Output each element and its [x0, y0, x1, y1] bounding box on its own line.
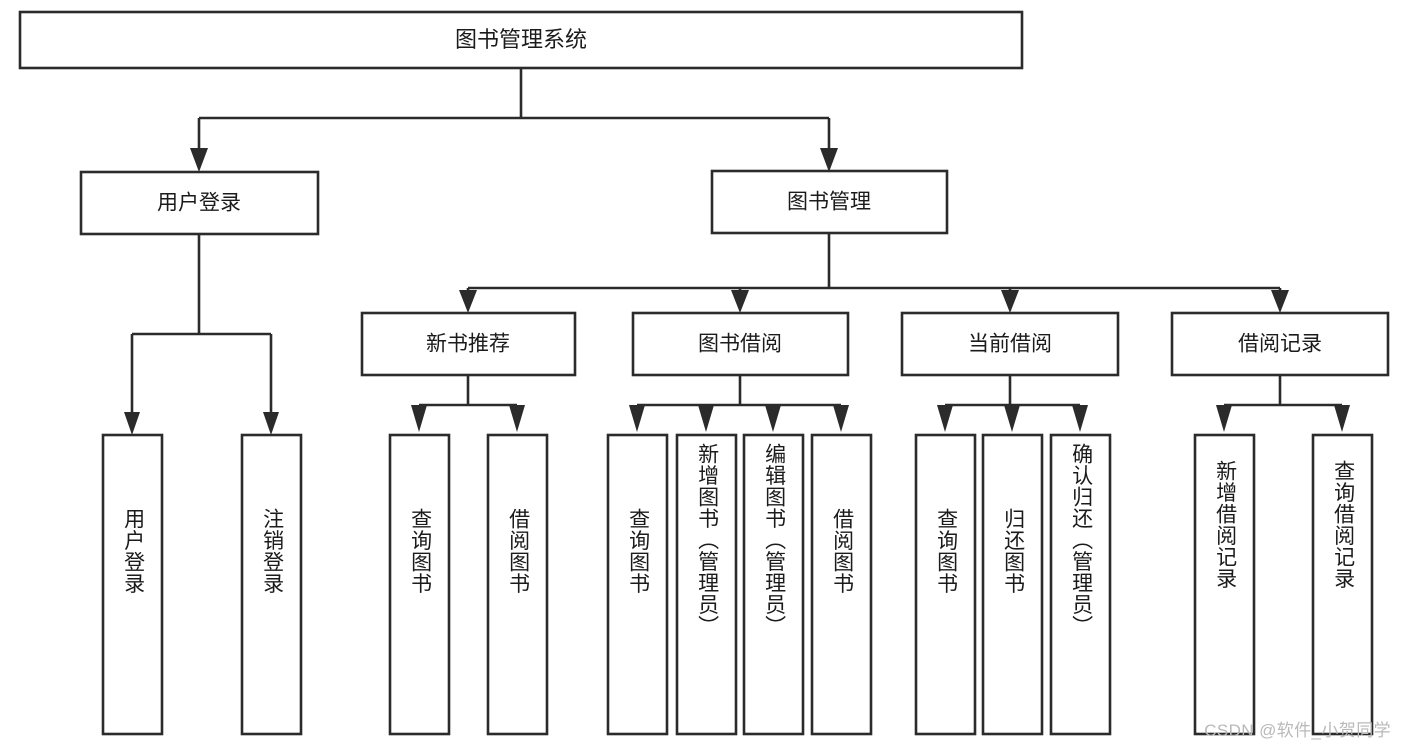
node-user-login-label: 用户登录: [157, 192, 241, 215]
node-borrow-record-box[interactable]: [1170, 311, 1390, 377]
arrow-head-book-borrow: [731, 290, 749, 313]
node-book-borrow-box[interactable]: [631, 311, 850, 377]
leaf-box-user-login[interactable]: [101, 433, 164, 736]
leaf-box-cb-return-book[interactable]: [981, 433, 1044, 736]
node-user-login[interactable]: 用户登录: [79, 170, 320, 236]
arrow-head-bb-leaf-3: [765, 405, 781, 432]
leaf-box-bb-edit-book[interactable]: [742, 433, 805, 736]
arrow-head-book-manage: [820, 148, 838, 172]
leaf-box-br-add-record[interactable]: [1193, 433, 1256, 736]
csdn-watermark: CSDN @软件_小贺同学: [1204, 721, 1391, 740]
node-user-login-box[interactable]: [79, 170, 320, 236]
leaf-box-logout[interactable]: [240, 433, 303, 736]
connector-layer: [124, 68, 1350, 435]
arrow-head-new-book: [459, 290, 477, 313]
arrow-head-user-login: [190, 148, 208, 172]
leaf-box-bb-query-book[interactable]: [606, 433, 669, 736]
arrow-head-current-borrow: [1001, 290, 1019, 313]
arrow-head-bb-leaf-2: [698, 405, 714, 432]
arrow-head-nb-leaf-1: [411, 405, 427, 432]
arrow-head-nb-leaf-2: [509, 405, 525, 432]
leaf-box-bb-add-book[interactable]: [675, 433, 738, 736]
arrow-head-bb-leaf-4: [833, 405, 849, 432]
node-borrow-record-label: 借阅记录: [1238, 333, 1322, 356]
node-new-book-recommend-label: 新书推荐: [426, 333, 510, 356]
leaf-box-cb-confirm-return[interactable]: [1049, 433, 1112, 736]
arrow-head-cb-leaf-3: [1072, 405, 1088, 432]
leaf-box-nb-borrow-book[interactable]: [486, 433, 549, 736]
node-root-box[interactable]: [18, 10, 1024, 70]
node-book-manage-label: 图书管理: [787, 191, 871, 214]
arrow-head-leaf-user-login: [124, 412, 140, 435]
node-book-manage[interactable]: 图书管理: [710, 169, 949, 235]
node-new-book-recommend[interactable]: 新书推荐: [360, 311, 577, 377]
leaf-box-br-query-record[interactable]: [1311, 433, 1374, 736]
leaf-box-bb-borrow-book[interactable]: [810, 433, 873, 736]
arrow-head-br-leaf-1: [1216, 405, 1232, 432]
leaf-box-nb-query-book[interactable]: [388, 433, 451, 736]
node-root[interactable]: 图书管理系统: [18, 10, 1024, 70]
node-current-borrow-box[interactable]: [900, 311, 1120, 377]
node-borrow-record[interactable]: 借阅记录: [1170, 311, 1390, 377]
arrow-head-bb-leaf-1: [629, 405, 645, 432]
node-current-borrow[interactable]: 当前借阅: [900, 311, 1120, 377]
leaf-box-cb-query-book[interactable]: [914, 433, 977, 736]
node-book-manage-box[interactable]: [710, 169, 949, 235]
node-new-book-recommend-box[interactable]: [360, 311, 577, 377]
arrow-head-cb-leaf-2: [1004, 405, 1020, 432]
node-current-borrow-label: 当前借阅: [968, 333, 1052, 356]
arrow-head-borrow-record: [1271, 290, 1289, 313]
arrow-head-br-leaf-2: [1334, 405, 1350, 432]
arrow-head-leaf-logout: [263, 412, 279, 435]
node-root-label: 图书管理系统: [455, 27, 587, 52]
arrow-head-cb-leaf-1: [937, 405, 953, 432]
node-book-borrow[interactable]: 图书借阅: [631, 311, 850, 377]
node-book-borrow-label: 图书借阅: [698, 333, 782, 356]
